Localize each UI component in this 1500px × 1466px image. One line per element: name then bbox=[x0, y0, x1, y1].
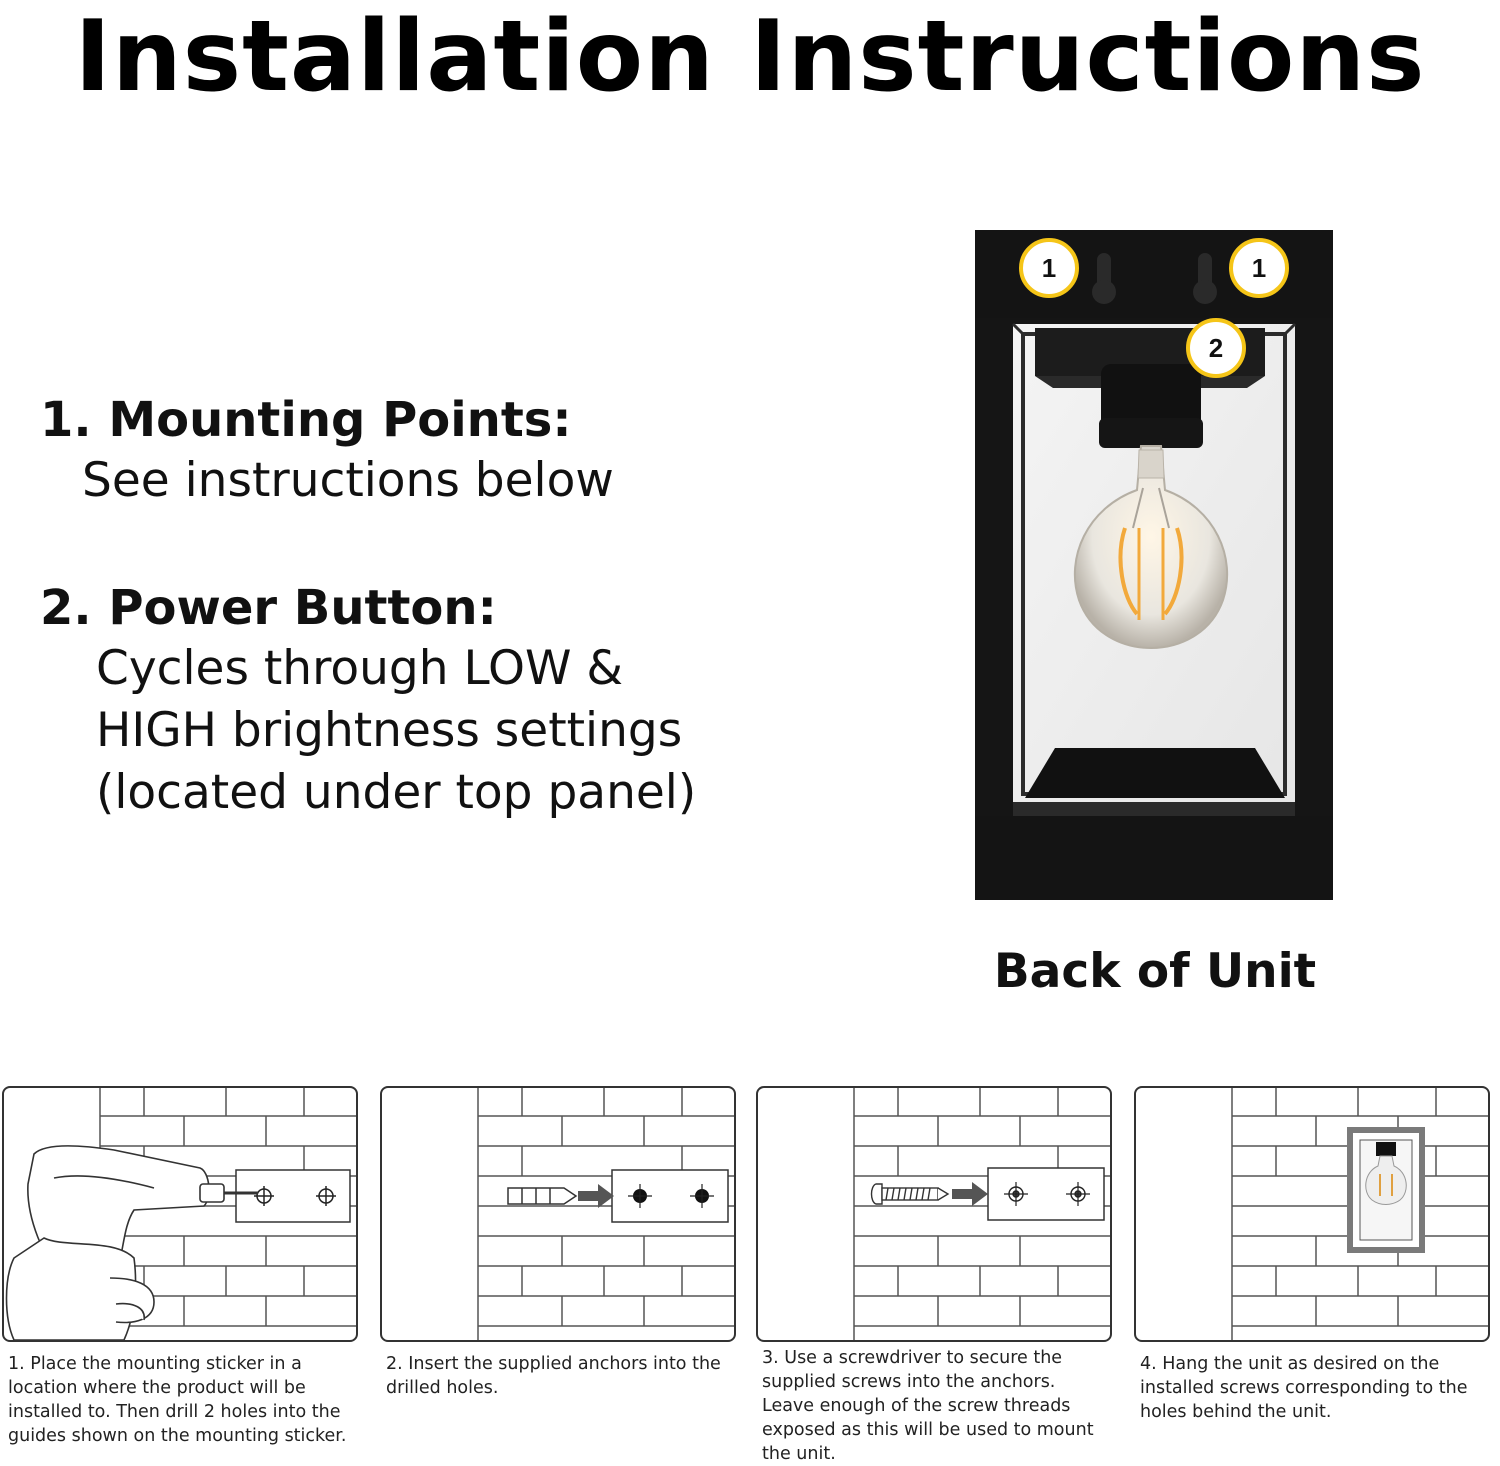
brick-wall bbox=[99, 1088, 356, 1340]
step-caption: 3. Use a screwdriver to secure the suppl… bbox=[762, 1348, 1094, 1464]
feature-description: HIGH brightness settings bbox=[96, 703, 683, 758]
feature-power-button: 2. Power Button: Cycles through LOW & HI… bbox=[40, 578, 920, 824]
solar-panel bbox=[1025, 748, 1285, 798]
marker-label: 1 bbox=[1042, 253, 1056, 283]
step-caption: 4. Hang the unit as desired on the insta… bbox=[1140, 1354, 1468, 1422]
feature-description: (located under top panel) bbox=[96, 765, 697, 820]
step-1: 1. Place the mounting sticker in a locat… bbox=[2, 1086, 360, 1448]
mounted-lantern-icon bbox=[1347, 1127, 1425, 1253]
keyhole-icon bbox=[1092, 253, 1116, 304]
brick-wall bbox=[853, 1088, 1110, 1340]
keyhole-icon bbox=[1193, 253, 1217, 304]
step-3: 3. Use a screwdriver to secure the suppl… bbox=[756, 1086, 1114, 1466]
step-illustration bbox=[756, 1086, 1112, 1342]
arrow-icon bbox=[578, 1184, 614, 1208]
feature-description: Cycles through LOW & bbox=[96, 641, 624, 696]
product-caption: Back of Unit bbox=[993, 944, 1317, 999]
lantern-illustration: 1 1 2 bbox=[975, 230, 1333, 900]
anchor-icon bbox=[507, 1187, 578, 1205]
feature-mounting-points: 1. Mounting Points: See instructions bel… bbox=[40, 390, 920, 512]
step-caption: 1. Place the mounting sticker in a locat… bbox=[8, 1354, 347, 1446]
marker-label: 1 bbox=[1252, 253, 1266, 283]
step-illustration bbox=[1134, 1086, 1490, 1342]
step-illustration bbox=[380, 1086, 736, 1342]
drill-icon bbox=[5, 1145, 258, 1340]
step-illustration bbox=[2, 1086, 358, 1342]
feature-heading: 1. Mounting Points: bbox=[40, 392, 572, 448]
bulb bbox=[1073, 445, 1229, 650]
marker-label: 2 bbox=[1209, 333, 1223, 363]
product-back-image: 1 1 2 bbox=[965, 228, 1345, 908]
page-title: Installation Instructions bbox=[74, 0, 1426, 114]
step-2: 2. Insert the supplied anchors into the … bbox=[380, 1086, 738, 1400]
marker-badge: 1 bbox=[1229, 238, 1289, 298]
feature-description: See instructions below bbox=[82, 453, 614, 508]
arrow-icon bbox=[952, 1182, 988, 1206]
feature-list: 1. Mounting Points: See instructions bel… bbox=[40, 390, 920, 824]
marker-badge: 1 bbox=[1019, 238, 1079, 298]
screw-icon bbox=[870, 1183, 950, 1205]
feature-heading: 2. Power Button: bbox=[40, 580, 497, 636]
step-caption: 2. Insert the supplied anchors into the … bbox=[386, 1354, 721, 1398]
marker-badge: 2 bbox=[1186, 318, 1246, 378]
step-4: 4. Hang the unit as desired on the insta… bbox=[1134, 1086, 1492, 1424]
